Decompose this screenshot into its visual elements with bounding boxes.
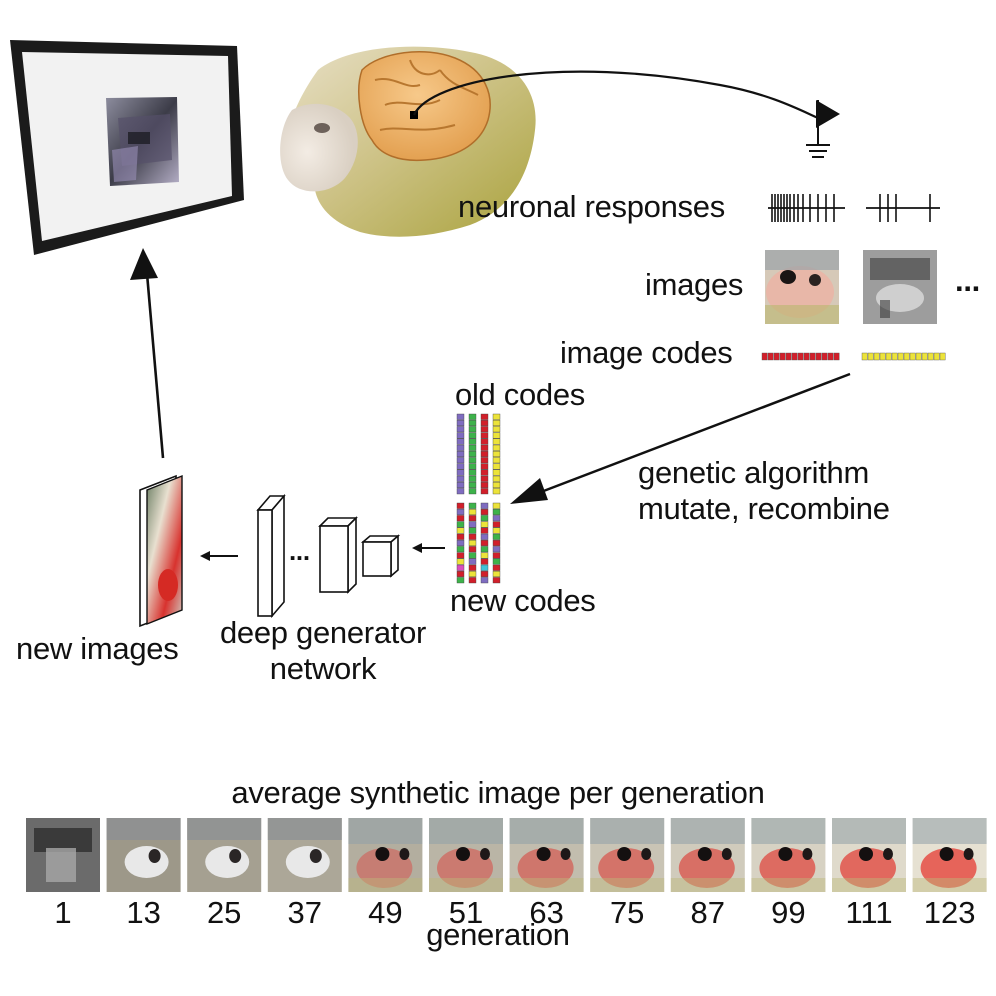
deep-generator-label: deep generator — [219, 615, 427, 650]
images-ellipsis: ... — [955, 263, 980, 298]
stimulus-image-2 — [863, 250, 937, 324]
neuronal-responses-label: neuronal responses — [458, 189, 725, 224]
old-code-purple — [456, 413, 465, 495]
monitor — [10, 40, 244, 255]
generation-thumbnail — [509, 818, 584, 892]
ground-icon — [809, 150, 827, 158]
generation-label: 63 — [529, 895, 564, 930]
image-codes-label: image codes — [560, 335, 733, 370]
monitor-image — [106, 97, 179, 186]
genetic-algorithm-label: genetic algorithm — [638, 455, 869, 490]
generation-label: 13 — [126, 895, 161, 930]
generator-layer-small — [360, 534, 401, 578]
images-to-monitor-arrow — [141, 260, 165, 459]
generation-label: 37 — [287, 895, 323, 930]
generator-layer-medium — [318, 516, 358, 594]
generator-layer-large — [256, 493, 286, 619]
new-code-column-3 — [480, 502, 489, 584]
generation-thumbnail — [26, 818, 100, 892]
new-code-column-1 — [456, 502, 465, 584]
old-code-yellow — [492, 413, 501, 495]
generation-thumbnail — [832, 818, 906, 892]
generation-thumbnail — [429, 818, 503, 892]
electrode-wire — [413, 70, 819, 120]
generation-label: 75 — [609, 895, 645, 930]
generation-label: 111 — [845, 895, 893, 930]
old-codes-label: old codes — [455, 377, 586, 412]
amplifier-icon — [806, 100, 840, 146]
image-code-strips — [761, 352, 946, 361]
generation-axis-label: generation — [426, 917, 570, 952]
generation-thumbnails — [26, 818, 987, 892]
spike-trains — [768, 194, 940, 222]
image-code-red — [761, 352, 840, 361]
brain-icon — [358, 51, 491, 162]
generation-thumbnail — [670, 818, 745, 892]
generation-label: 25 — [206, 895, 242, 930]
generation-label: 123 — [923, 895, 976, 930]
generation-label: 99 — [771, 895, 806, 930]
new-code-column-2 — [468, 502, 477, 584]
monkey — [280, 46, 536, 237]
generation-label: 49 — [368, 895, 403, 930]
generation-thumbnail — [912, 818, 987, 892]
generation-thumbnail — [106, 818, 181, 892]
new-images-label: new images — [16, 631, 179, 666]
genetic-algorithm-arrow — [518, 372, 851, 502]
network-label: network — [269, 651, 377, 686]
new-code-column-4 — [492, 502, 501, 584]
generation-label: 87 — [690, 895, 726, 930]
generation-thumbnail — [267, 818, 342, 892]
generator-ellipsis: ... — [289, 536, 310, 566]
new-image-slab — [139, 474, 183, 628]
old-code-columns — [456, 413, 501, 495]
generation-thumbnail — [187, 818, 262, 892]
generation-thumbnail — [348, 818, 423, 892]
generator-network — [256, 493, 401, 619]
generation-label: 1 — [54, 895, 72, 930]
image-code-yellow — [861, 352, 946, 361]
old-code-red — [480, 413, 489, 495]
generation-label: 51 — [448, 895, 484, 930]
old-code-green — [468, 413, 477, 495]
new-codes-label: new codes — [450, 583, 596, 618]
strip-title: average synthetic image per generation — [231, 775, 765, 810]
generation-thumbnail — [590, 818, 665, 892]
images-label: images — [645, 267, 744, 302]
generation-thumbnail — [751, 818, 826, 892]
mutate-recombine-label: mutate, recombine — [638, 491, 890, 526]
stimulus-image-1 — [765, 250, 839, 324]
new-code-columns — [456, 502, 501, 584]
